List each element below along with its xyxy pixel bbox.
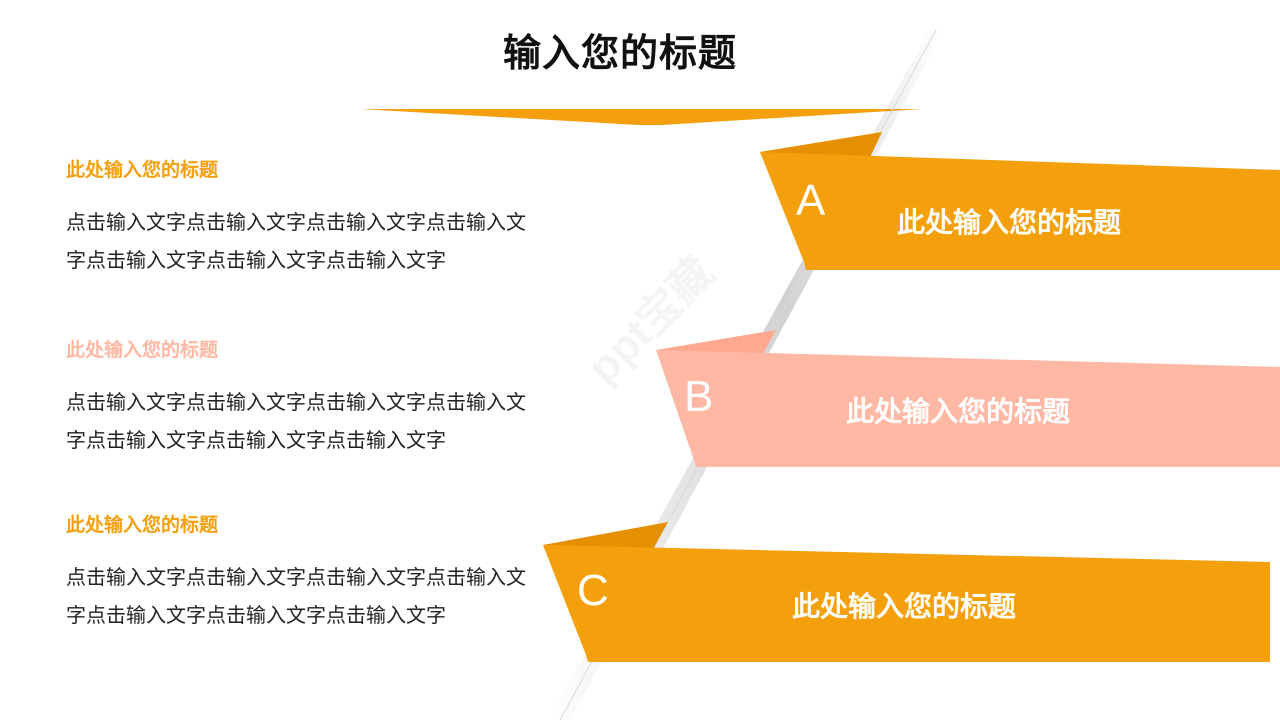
block-body: 点击输入文字点击输入文字点击输入文字点击输入文字点击输入文字点击输入文字点击输入… [66, 210, 526, 272]
title-underline-arrow [360, 109, 922, 125]
ribbon-c-letter: C [577, 566, 609, 615]
ribbon-c-shape [543, 522, 1270, 662]
block-title: 此处输入您的标题 [66, 514, 219, 536]
ribbon-a-letter: A [796, 176, 826, 225]
block-body: 点击输入文字点击输入文字点击输入文字点击输入文字点击输入文字点击输入文字点击输入… [66, 565, 526, 627]
text-block-2: 此处输入您的标题 点击输入文字点击输入文字点击输入文字点击输入文字点击输入文字点… [66, 337, 536, 459]
block-title: 此处输入您的标题 [66, 159, 219, 181]
ribbon-b-letter: B [684, 372, 714, 421]
text-block-3: 此处输入您的标题 点击输入文字点击输入文字点击输入文字点击输入文字点击输入文字点… [66, 512, 536, 634]
ribbon-b-label: 此处输入您的标题 [846, 395, 1071, 428]
ribbon-a-shape [760, 132, 1280, 270]
slide-title: 输入您的标题 [502, 31, 737, 75]
block-title: 此处输入您的标题 [66, 339, 219, 361]
block-body: 点击输入文字点击输入文字点击输入文字点击输入文字点击输入文字点击输入文字点击输入… [66, 390, 526, 452]
ribbon-a-label: 此处输入您的标题 [897, 206, 1122, 239]
ribbon-c-label: 此处输入您的标题 [792, 590, 1017, 623]
text-block-1: 此处输入您的标题 点击输入文字点击输入文字点击输入文字点击输入文字点击输入文字点… [66, 157, 536, 279]
ribbon-b-shape [656, 330, 1280, 467]
